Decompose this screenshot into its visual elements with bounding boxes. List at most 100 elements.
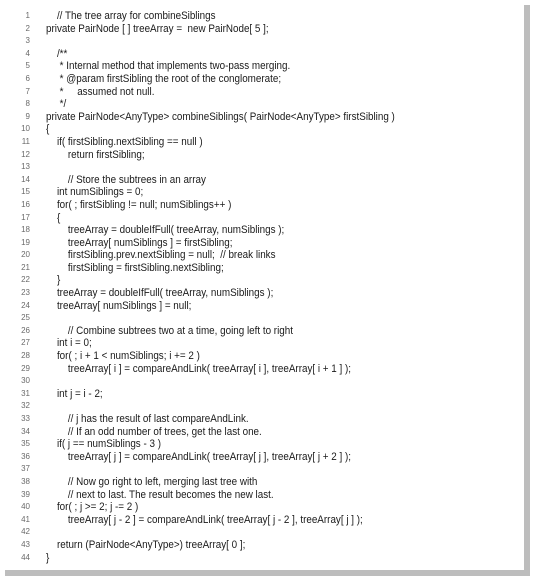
- code-line: 40 for( ; j >= 2; j -= 2 ): [0, 501, 524, 514]
- line-number: 34: [21, 426, 30, 436]
- code-line: 20 firstSibling.prev.nextSibling = null;…: [0, 249, 524, 262]
- code-line: 11 if( firstSibling.nextSibling == null …: [0, 136, 524, 149]
- code-text: for( ; i + 1 < numSiblings; i += 2 ): [46, 350, 200, 363]
- code-text: }: [46, 551, 50, 564]
- code-text: return firstSibling;: [46, 148, 145, 161]
- code-text: // Store the subtrees in an array: [46, 173, 206, 186]
- line-number: 36: [21, 451, 30, 461]
- line-number: 40: [21, 502, 30, 512]
- line-number: 39: [21, 489, 30, 499]
- line-number: 29: [21, 363, 30, 373]
- line-number: 5: [25, 61, 30, 71]
- code-line: 5 * Internal method that implements two-…: [0, 60, 524, 73]
- line-number: 7: [25, 86, 30, 96]
- code-line: 1 // The tree array for combineSiblings: [0, 10, 524, 23]
- code-line: 44}: [0, 552, 524, 565]
- line-number: 11: [21, 136, 30, 146]
- line-number: 32: [21, 401, 30, 411]
- drop-shadow-right: [524, 5, 530, 576]
- line-number: 25: [21, 313, 30, 323]
- line-number: 18: [21, 225, 30, 235]
- code-line: 22 }: [0, 274, 524, 287]
- code-text: treeArray[ j ] = compareAndLink( treeArr…: [46, 450, 351, 463]
- code-text: treeArray = doubleIfFull( treeArray, num…: [46, 224, 285, 237]
- line-number: 9: [25, 111, 30, 121]
- code-line: 26 // Combine subtrees two at a time, go…: [0, 325, 524, 338]
- code-line: 36 treeArray[ j ] = compareAndLink( tree…: [0, 451, 524, 464]
- line-number: 26: [21, 325, 30, 335]
- drop-shadow-bottom: [5, 570, 530, 576]
- line-number: 23: [21, 288, 30, 298]
- code-text: // If an odd number of trees, get the la…: [46, 425, 262, 438]
- code-line: 15 int numSiblings = 0;: [0, 186, 524, 199]
- code-line: 17 {: [0, 212, 524, 225]
- code-line: 33 // j has the result of last compareAn…: [0, 413, 524, 426]
- code-text: // The tree array for combineSiblings: [46, 10, 216, 22]
- line-number: 4: [25, 48, 30, 58]
- code-text: int numSiblings = 0;: [46, 186, 144, 199]
- code-text: // Now go right to left, merging last tr…: [46, 475, 258, 488]
- line-number: 10: [21, 124, 30, 134]
- code-line: 39 // next to last. The result becomes t…: [0, 489, 524, 502]
- code-text: treeArray = doubleIfFull( treeArray, num…: [46, 287, 274, 300]
- code-text: firstSibling = firstSibling.nextSibling;: [46, 261, 224, 274]
- line-number: 42: [21, 527, 30, 537]
- code-line: 10 {: [0, 123, 524, 136]
- code-line: 31 int j = i - 2;: [0, 388, 524, 401]
- code-line: 30: [0, 375, 524, 388]
- line-number: 44: [21, 552, 30, 562]
- code-text: if( firstSibling.nextSibling == null ): [46, 135, 203, 148]
- code-line: 12 return firstSibling;: [0, 149, 524, 162]
- code-text: firstSibling.prev.nextSibling = null; //…: [46, 249, 276, 262]
- line-number: 30: [21, 376, 30, 386]
- code-text: int i = 0;: [46, 337, 92, 350]
- line-number: 24: [21, 300, 30, 310]
- code-text: // j has the result of last compareAndLi…: [46, 413, 249, 425]
- code-line: 43 return (PairNode<AnyType>) treeArray[…: [0, 539, 524, 552]
- code-text: for( ; firstSibling != null; numSiblings…: [46, 198, 232, 211]
- code-line: 35 if( j == numSiblings - 3 ): [0, 438, 524, 451]
- line-number: 22: [21, 275, 30, 285]
- code-text: * assumed not null.: [46, 85, 155, 98]
- line-number: 31: [21, 388, 30, 398]
- code-line: 37: [0, 463, 524, 476]
- line-number: 8: [25, 99, 30, 109]
- line-number: 2: [25, 23, 30, 33]
- code-line: 41 treeArray[ j - 2 ] = compareAndLink( …: [0, 514, 524, 527]
- line-number: 41: [21, 514, 30, 524]
- line-number: 20: [21, 250, 30, 260]
- code-text: // next to last. The result becomes the …: [46, 488, 274, 501]
- code-line: 25: [0, 312, 524, 325]
- line-number: 27: [21, 338, 30, 348]
- code-line: 18 treeArray = doubleIfFull( treeArray, …: [0, 224, 524, 237]
- code-text: int j = i - 2;: [46, 387, 103, 400]
- line-number: 17: [21, 212, 30, 222]
- code-line: 3: [0, 35, 524, 48]
- code-line: 8 */: [0, 98, 524, 111]
- code-text: treeArray[ numSiblings ] = firstSibling;: [46, 236, 233, 249]
- code-line: 28 for( ; i + 1 < numSiblings; i += 2 ): [0, 350, 524, 363]
- code-line: 16 for( ; firstSibling != null; numSibli…: [0, 199, 524, 212]
- code-text: * @param firstSibling the root of the co…: [46, 72, 282, 85]
- code-text: return (PairNode<AnyType>) treeArray[ 0 …: [46, 538, 246, 551]
- line-number: 15: [21, 187, 30, 197]
- code-text: {: [46, 123, 50, 136]
- line-number: 3: [25, 36, 30, 46]
- code-line: 7 * assumed not null.: [0, 86, 524, 99]
- code-line: 21 firstSibling = firstSibling.nextSibli…: [0, 262, 524, 275]
- code-line: 2 private PairNode [ ] treeArray = new Pa…: [0, 23, 524, 36]
- code-text: treeArray[ j - 2 ] = compareAndLink( tre…: [46, 513, 363, 526]
- code-line: 19 treeArray[ numSiblings ] = firstSibli…: [0, 237, 524, 250]
- code-text: */: [46, 98, 67, 111]
- code-line: 24 treeArray[ numSiblings ] = null;: [0, 300, 524, 313]
- code-line: 6 * @param firstSibling the root of the …: [0, 73, 524, 86]
- code-line: 4 /**: [0, 48, 524, 61]
- code-line: 23 treeArray = doubleIfFull( treeArray, …: [0, 287, 524, 300]
- code-text: private PairNode [ ] treeArray = new Pai…: [46, 22, 269, 35]
- code-line: 32: [0, 400, 524, 413]
- line-number: 37: [21, 464, 30, 474]
- code-line: 14 // Store the subtrees in an array: [0, 174, 524, 187]
- code-text: /**: [46, 47, 68, 60]
